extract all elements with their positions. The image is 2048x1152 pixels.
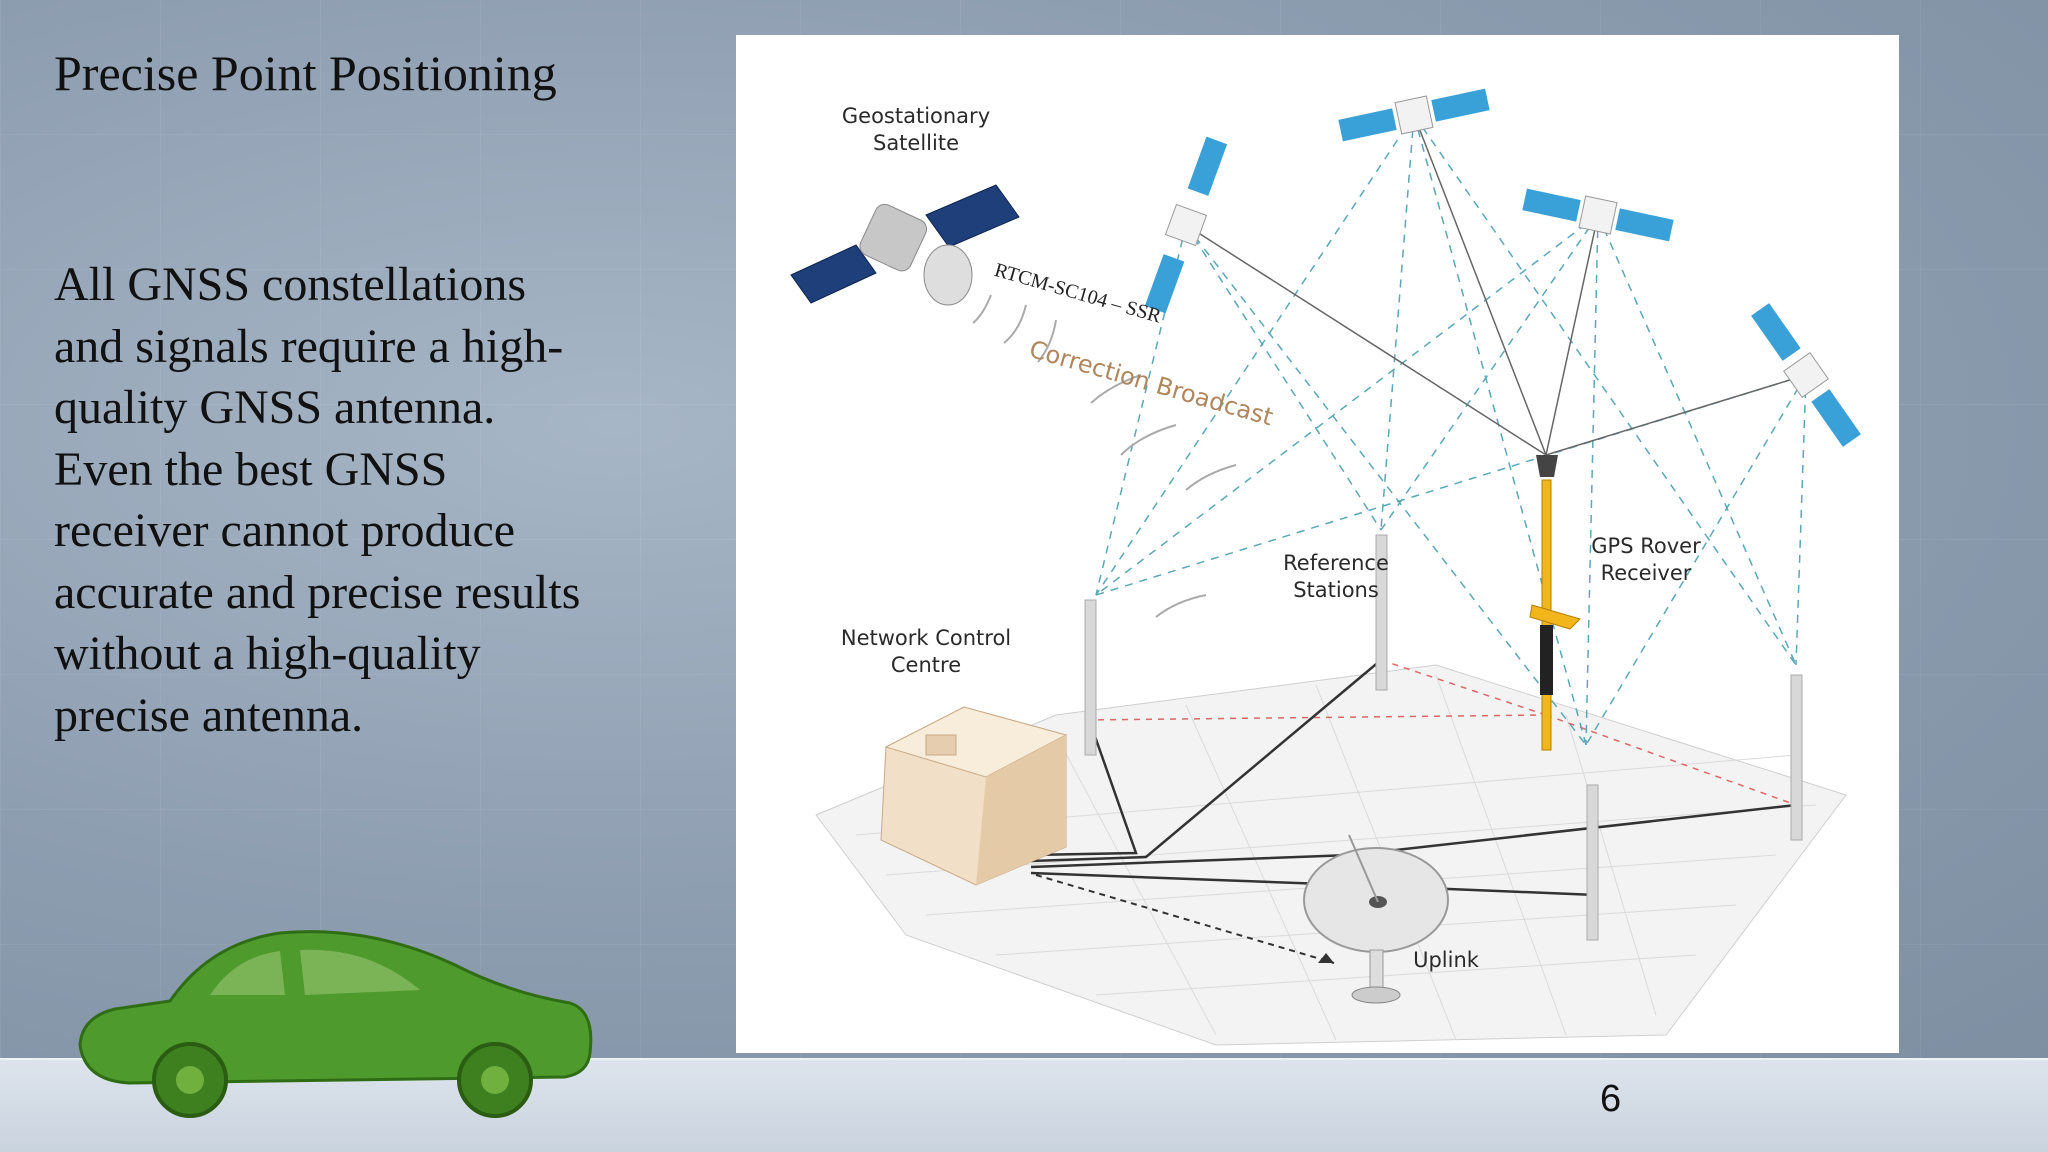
- label-reference-stations: Reference Stations: [1236, 550, 1436, 604]
- label-line: Centre: [890, 653, 962, 677]
- label-line: Reference: [1283, 551, 1389, 575]
- control-centre-building: [880, 706, 1068, 886]
- rover-satellite-lines: [1185, 114, 1807, 456]
- slide-title: Precise Point Positioning: [54, 45, 557, 101]
- diagram-illustration: [790, 88, 1861, 1046]
- label-line: Satellite: [872, 131, 959, 155]
- floor-edge: [0, 1058, 2048, 1060]
- uplink-arrow: [1035, 874, 1335, 964]
- geostationary-satellite: [790, 184, 1020, 306]
- label-line: GPS Rover: [1591, 534, 1701, 558]
- green-car-image: [78, 930, 593, 1118]
- gnss-satellites: [1144, 88, 1861, 447]
- label-gps-rover-receiver: GPS Rover Receiver: [1556, 533, 1736, 587]
- label-network-control-centre: Network Control Centre: [826, 625, 1026, 679]
- broadcast-waves: [972, 294, 1237, 618]
- page-number: 6: [1600, 1078, 1622, 1120]
- label-uplink: Uplink: [1413, 948, 1479, 972]
- reference-station-pillars: [1084, 534, 1803, 941]
- uplink-dish: [1303, 834, 1449, 1004]
- label-line: Stations: [1293, 578, 1379, 602]
- gps-rover: [1529, 455, 1581, 751]
- ppp-network-diagram: Geostationary Satellite RTCM-SC104 – SSR…: [736, 35, 1899, 1053]
- correction-links: [1085, 659, 1797, 806]
- label-line: Geostationary: [841, 104, 991, 128]
- uplink-arrowhead: [1318, 953, 1334, 963]
- label-line: Receiver: [1600, 561, 1692, 585]
- label-geostationary-satellite: Geostationary Satellite: [816, 103, 1016, 157]
- label-line: Network Control: [840, 626, 1012, 650]
- slide-body-text: All GNSS constellations and signals requ…: [54, 258, 581, 742]
